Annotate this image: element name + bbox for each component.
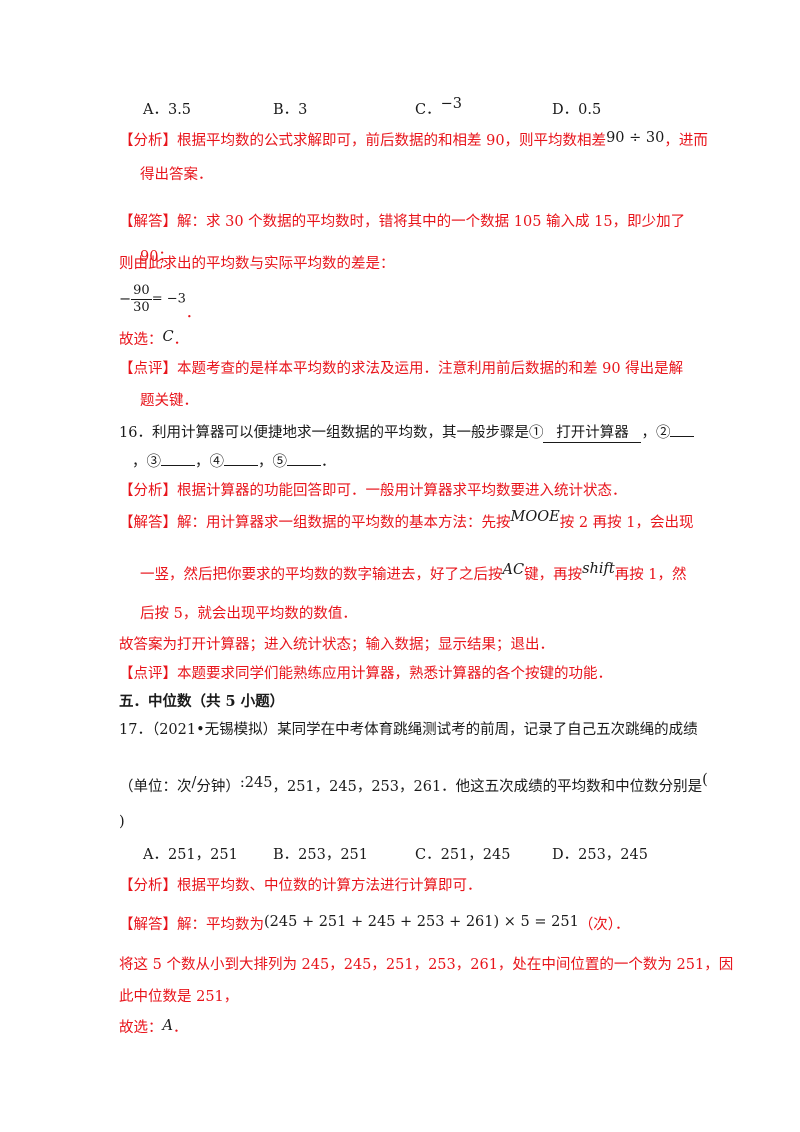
section-title: 五．中位数（共 5 小题） bbox=[119, 693, 285, 710]
q17-stem-line-1: 17．（2021•无锡模拟）某同学在中考体育跳绳测试考的前周，记录了自己五次跳绳… bbox=[119, 722, 698, 738]
q15-choice: 故选：C． bbox=[119, 329, 189, 348]
key-ac: AC bbox=[502, 562, 525, 578]
q17-stem-line-3: ) bbox=[119, 814, 125, 830]
q15-answer-intro: 则由此求出的平均数与实际平均数的差是： bbox=[119, 256, 395, 272]
option-a: A．3.5 bbox=[143, 102, 192, 118]
blank-1: 打开计算器 bbox=[543, 424, 642, 443]
q17-analysis: 【分析】根据平均数、中位数的计算方法进行计算即可． bbox=[119, 878, 482, 894]
q16-answer-line-3: 后按 5，就会出现平均数的数值． bbox=[140, 606, 357, 622]
q15-review-line-2: 题关键． bbox=[140, 393, 198, 409]
q16-analysis: 【分析】根据计算器的功能回答即可．一般用计算器求平均数要进入统计状态． bbox=[119, 483, 627, 499]
q16-review: 【点评】本题要求同学们能熟练应用计算器，熟悉计算器的各个按键的功能． bbox=[119, 666, 612, 682]
mean-calculation: (245 + 251 + 245 + 253 + 261) × 5 = 251 bbox=[264, 914, 579, 930]
option-c-math: −3 bbox=[440, 96, 462, 112]
key-mode: MOOE bbox=[510, 509, 560, 525]
q17-option-a: A．251，251 bbox=[143, 847, 238, 863]
blank-5 bbox=[287, 465, 321, 466]
option-d: D．0.5 bbox=[552, 102, 602, 118]
q17-answer-line-1: 【解答】解：平均数为(245 + 251 + 245 + 253 + 261) … bbox=[119, 914, 630, 933]
analysis-math: 90 ÷ 30 bbox=[606, 130, 665, 146]
q16-stem-line-2: ，③，④，⑤． bbox=[132, 454, 336, 470]
q16-answer-line-2: 一竖，然后把你要求的平均数的数字输进去，好了之后按AC键，再按shift再按 1… bbox=[140, 561, 687, 583]
q17-answer-line-3: 此中位数是 251， bbox=[119, 989, 239, 1005]
blank-4 bbox=[224, 465, 258, 466]
q17-option-d: D．253，245 bbox=[552, 847, 648, 863]
q17-stem-line-2: （单位：次/分钟）:245，251，245，253，261．他这五次成绩的平均数… bbox=[119, 772, 708, 795]
q15-review-line-1: 【点评】本题考查的是样本平均数的求法及运用．注意利用前后数据的和差 90 得出是… bbox=[119, 361, 684, 377]
q17-answer-line-2: 将这 5 个数从小到大排列为 245，245，251，253，261，处在中间位… bbox=[119, 957, 734, 973]
q15-answer-line-1: 【解答】解：求 30 个数据的平均数时，错将其中的一个数据 105 输入成 15… bbox=[119, 214, 686, 230]
q16-result: 故答案为打开计算器；进入统计状态；输入数据；显示结果；退出． bbox=[119, 637, 554, 653]
option-c: C．−3 bbox=[415, 96, 462, 118]
q17-option-c: C．251，245 bbox=[415, 847, 511, 863]
q15-analysis-line-1: 【分析】根据平均数的公式求解即可，前后数据的和相差 90，则平均数相差90 ÷ … bbox=[119, 130, 708, 149]
q17-choice: 故选：A． bbox=[119, 1018, 188, 1036]
q15-answer-line-2: 90； bbox=[140, 249, 173, 265]
q16-answer-line-1: 【解答】解：用计算器求一组数据的平均数的基本方法：先按MOOE按 2 再按 1，… bbox=[119, 509, 694, 531]
option-b: B．3 bbox=[273, 102, 308, 118]
q17-option-b: B．253，251 bbox=[273, 847, 369, 863]
blank-2 bbox=[670, 436, 695, 437]
q15-analysis-line-2: 得出答案． bbox=[140, 167, 213, 183]
blank-3 bbox=[161, 465, 195, 466]
key-shift: shift bbox=[582, 561, 615, 577]
